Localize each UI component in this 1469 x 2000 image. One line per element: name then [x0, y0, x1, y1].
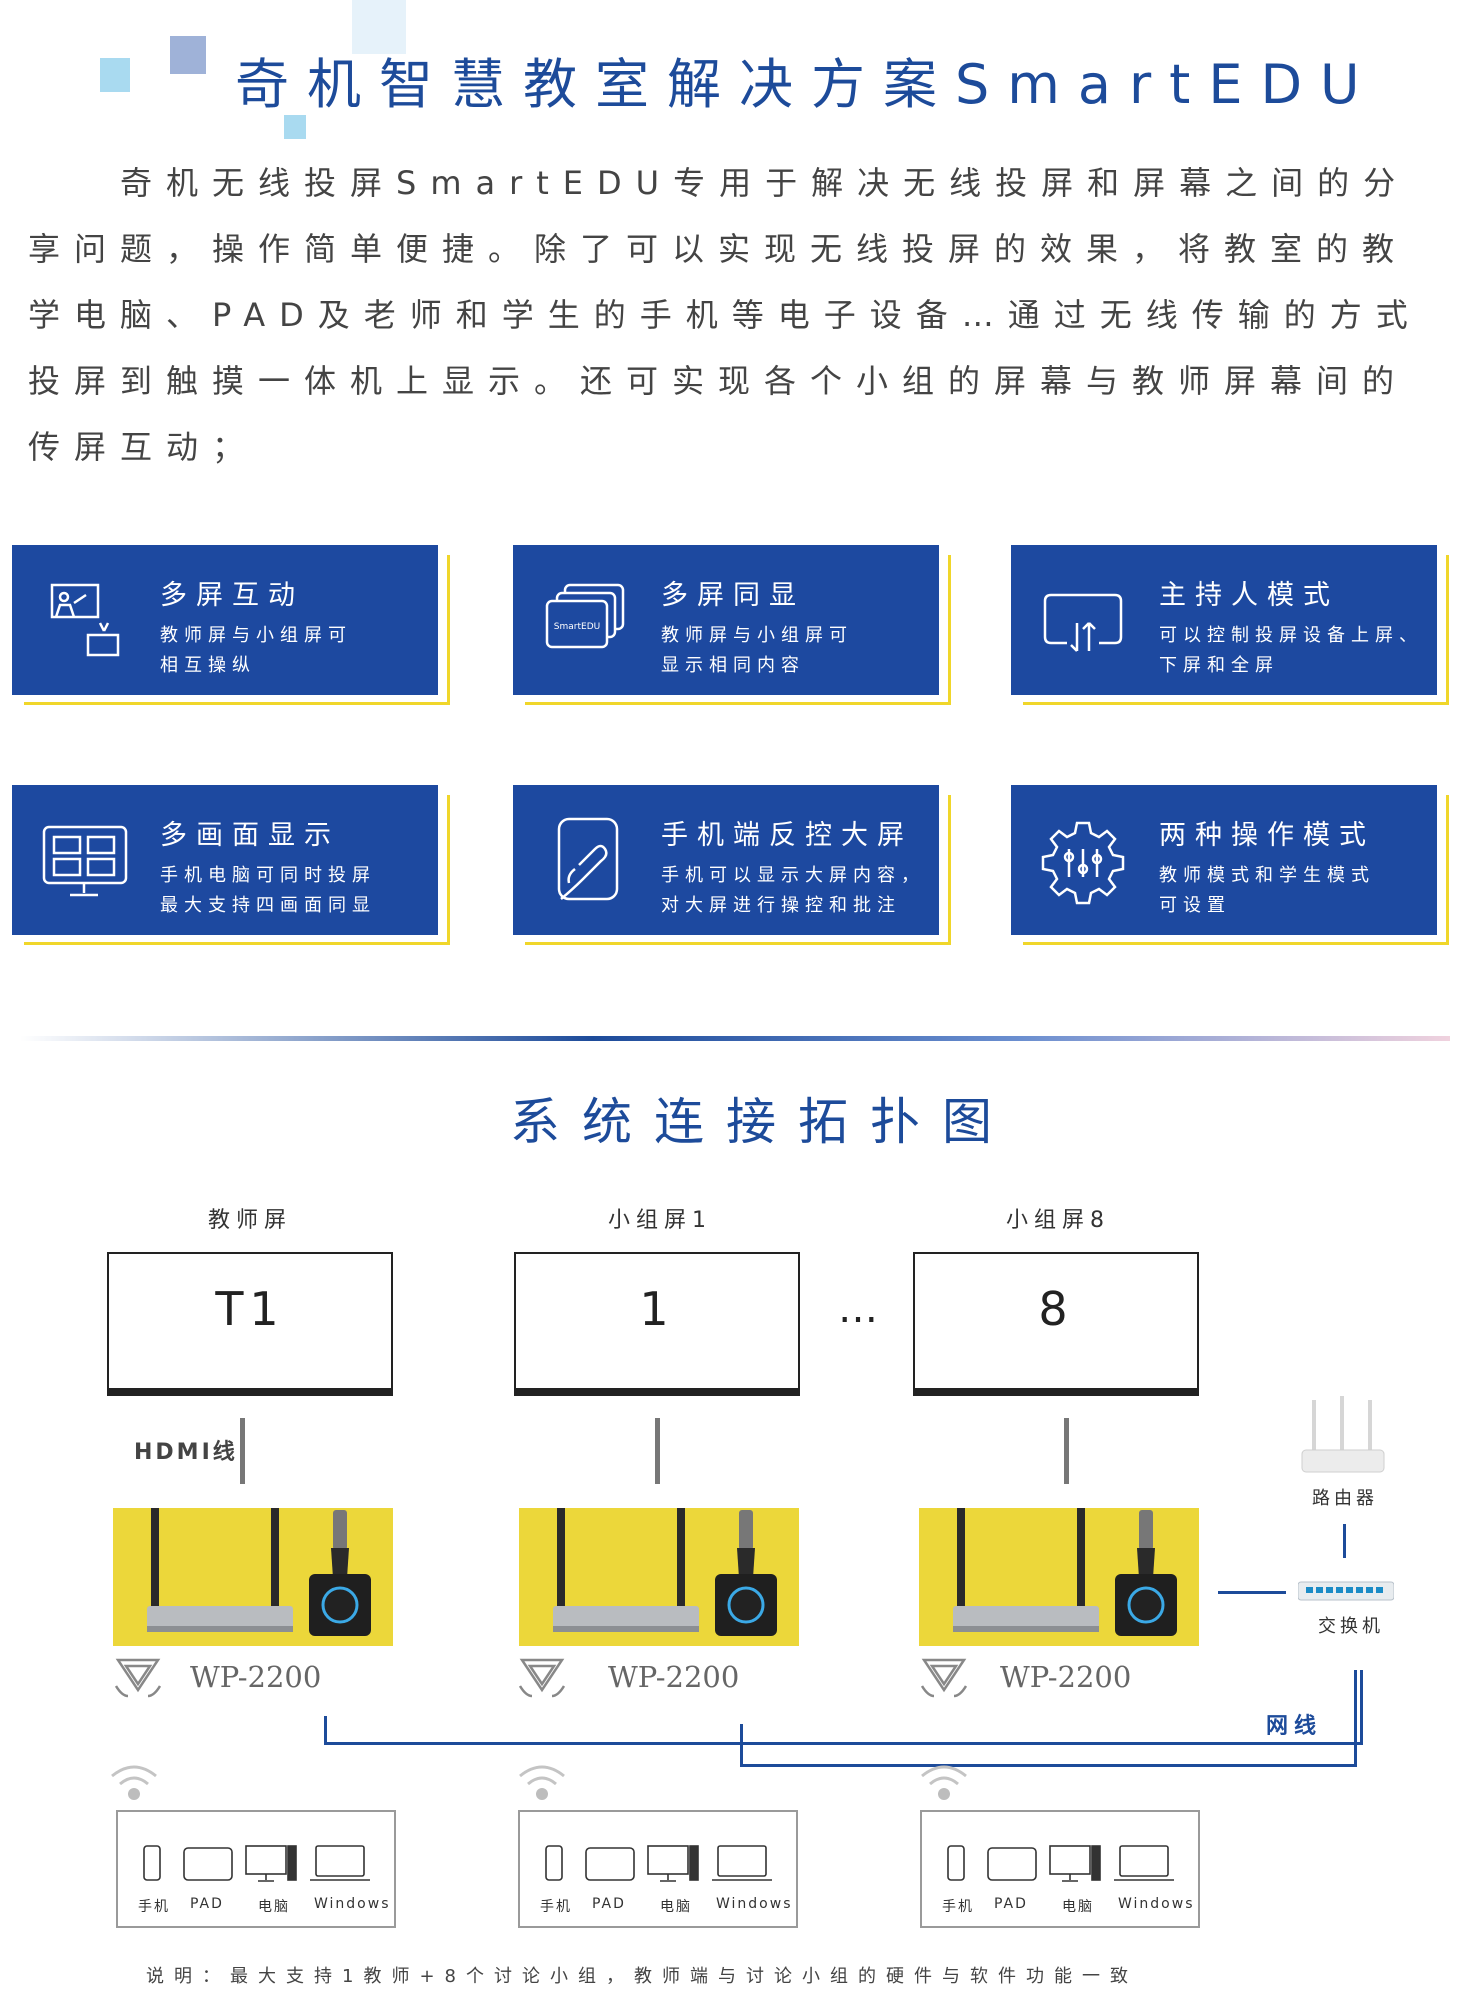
device-label: PAD — [592, 1896, 626, 1912]
brand-logo-icon — [518, 1658, 566, 1698]
feature-desc: 手机电脑可同时投屏最大支持四画面同显 — [160, 865, 376, 916]
group-screen-1: 1 — [514, 1252, 800, 1396]
hdmi-cable — [1064, 1418, 1069, 1484]
feature-desc: 教师模式和学生模式可设置 — [1159, 865, 1375, 916]
receiver-icon — [147, 1508, 371, 1636]
model-label: WP-2200 — [608, 1660, 740, 1694]
screen-label: 小组屏1 — [608, 1208, 712, 1233]
ellipsis: … — [838, 1286, 882, 1332]
receiver-icon — [553, 1508, 777, 1636]
receiver-icon — [953, 1508, 1177, 1636]
model-label: WP-2200 — [1000, 1660, 1132, 1694]
screen-transfer-icon — [1043, 593, 1123, 652]
feature-desc: 可以控制投屏设备上屏、下屏和全屏 — [1159, 625, 1423, 676]
device-label: Windows — [716, 1896, 793, 1912]
decor-square — [100, 58, 130, 92]
teacher-screen-icon — [50, 583, 120, 657]
section-divider — [20, 1036, 1450, 1041]
switch-label: 交换机 — [1318, 1616, 1384, 1637]
switch-icon — [1298, 1581, 1394, 1601]
device-group-box: 手机 PAD 电脑 Windows — [518, 1810, 798, 1928]
switch-link — [1218, 1591, 1286, 1594]
receiver-box — [519, 1508, 799, 1646]
feature-card: 多画面显示 手机电脑可同时投屏最大支持四画面同显 — [12, 785, 450, 945]
device-icons — [947, 1845, 1174, 1882]
device-label: 手机 — [942, 1899, 974, 1915]
group-screen-8: 8 — [913, 1252, 1199, 1396]
device-label: Windows — [314, 1896, 391, 1912]
hdmi-label: HDMI线 — [134, 1440, 238, 1465]
decor-square — [170, 36, 206, 74]
device-label: 电脑 — [1062, 1899, 1094, 1915]
teacher-screen: T1 — [107, 1252, 393, 1396]
device-icons — [545, 1845, 772, 1882]
network-cable — [740, 1724, 743, 1766]
feature-card: SmartEDU 多屏同显 教师屏与小组屏可显示相同内容 — [513, 545, 951, 705]
network-cable — [324, 1716, 327, 1744]
wifi-icon — [921, 1765, 967, 1800]
router-link — [1343, 1524, 1346, 1558]
device-group-box: 手机 PAD 电脑 Windows — [920, 1810, 1200, 1928]
decor-square — [284, 115, 306, 139]
device-label: PAD — [994, 1896, 1028, 1912]
feature-title: 手机端反控大屏 — [661, 820, 913, 851]
network-cable — [1360, 1670, 1363, 1745]
receiver-box — [113, 1508, 393, 1646]
topology-title: 系统连接拓扑图 — [510, 1093, 1014, 1151]
brand-logo-icon — [920, 1658, 968, 1698]
receiver-box — [919, 1508, 1199, 1646]
device-label: 电脑 — [660, 1899, 692, 1915]
device-label: 手机 — [540, 1899, 572, 1915]
router-icon — [1301, 1396, 1385, 1473]
device-group-box: 手机 PAD 电脑 Windows — [116, 1810, 396, 1928]
feature-desc: 教师屏与小组屏可相互操纵 — [160, 625, 352, 676]
network-label: 网线 — [1266, 1714, 1323, 1739]
page-title: 奇机智慧教室解决方案SmartEDU — [235, 53, 1378, 116]
feature-card: 两种操作模式 教师模式和学生模式可设置 — [1011, 785, 1449, 945]
decor-square — [352, 0, 406, 54]
footnote: 说明：最大支持1教师+8个讨论小组，教师端与讨论小组的硬件与软件功能一致 — [146, 1966, 1138, 1987]
stacked-screens-icon: SmartEDU — [545, 583, 625, 649]
feature-card: 主持人模式 可以控制投屏设备上屏、下屏和全屏 — [1011, 545, 1449, 705]
hdmi-cable — [240, 1418, 245, 1484]
feature-desc: 手机可以显示大屏内容，对大屏进行操控和批注 — [661, 865, 925, 916]
hand-touch-icon — [557, 817, 619, 901]
gear-settings-icon — [1041, 821, 1125, 905]
device-label: Windows — [1118, 1896, 1195, 1912]
router-label: 路由器 — [1312, 1488, 1378, 1509]
intro-text: 奇机无线投屏SmartEDU专用于解决无线投屏和屏幕之间的分享问题，操作简单便捷… — [28, 164, 1422, 466]
feature-title: 多画面显示 — [160, 820, 340, 851]
screen-label: 教师屏 — [208, 1208, 293, 1233]
hdmi-cable — [655, 1418, 660, 1484]
svg-text:SmartEDU: SmartEDU — [554, 622, 600, 632]
feature-title: 多屏互动 — [160, 580, 304, 611]
feature-desc: 教师屏与小组屏可显示相同内容 — [661, 625, 853, 676]
device-label: 手机 — [138, 1899, 170, 1915]
model-label: WP-2200 — [190, 1660, 322, 1694]
screen-label: 小组屏8 — [1006, 1208, 1110, 1233]
network-cable — [740, 1764, 1356, 1767]
device-label: 电脑 — [258, 1899, 290, 1915]
wifi-icon — [111, 1765, 157, 1800]
device-label: PAD — [190, 1896, 224, 1912]
feature-title: 主持人模式 — [1159, 580, 1339, 611]
device-icons — [143, 1845, 370, 1882]
feature-card: 手机端反控大屏 手机可以显示大屏内容，对大屏进行操控和批注 — [513, 785, 951, 945]
quad-monitor-icon — [42, 825, 128, 897]
feature-card: 多屏互动 教师屏与小组屏可相互操纵 — [12, 545, 450, 705]
network-cable — [1354, 1670, 1357, 1767]
network-cable — [324, 1742, 1362, 1745]
feature-title: 多屏同显 — [661, 580, 805, 611]
feature-title: 两种操作模式 — [1159, 820, 1375, 851]
wifi-icon — [519, 1765, 565, 1800]
intro-paragraph: 奇机无线投屏SmartEDU专用于解决无线投屏和屏幕之间的分享问题，操作简单便捷… — [28, 150, 1448, 480]
brand-logo-icon — [114, 1658, 162, 1698]
